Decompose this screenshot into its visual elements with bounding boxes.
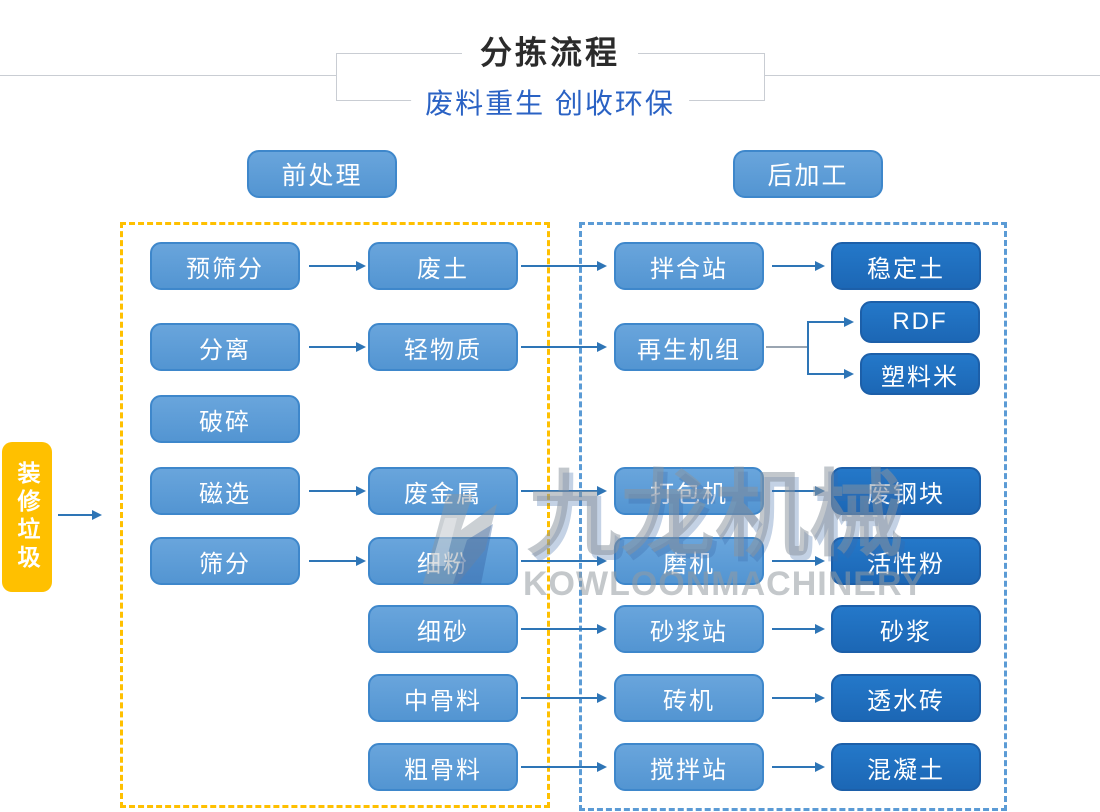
flow-arrow [521, 342, 607, 352]
node-plastic-pellets: 塑料米 [860, 353, 980, 395]
node-mixing-station: 拌合站 [614, 242, 764, 290]
node-stirring-station: 搅拌站 [614, 743, 764, 791]
node-rdf: RDF [860, 301, 980, 343]
node-crushing: 破碎 [150, 395, 300, 443]
page-subtitle: 废料重生 创收环保 [411, 82, 689, 122]
flow-arrow [521, 261, 607, 271]
node-mill: 磨机 [614, 537, 764, 585]
source-decoration-waste: 装修垃圾 [2, 442, 52, 592]
flow-arrow [772, 261, 825, 271]
node-mortar: 砂浆 [831, 605, 981, 653]
page-title: 分拣流程 [461, 27, 639, 74]
section-label-preprocessing: 前处理 [247, 150, 397, 198]
flow-arrow [521, 486, 607, 496]
node-coarse-aggregate: 粗骨料 [368, 743, 518, 791]
flow-arrow [808, 369, 854, 379]
flow-arrow [521, 556, 607, 566]
node-scrap-metal: 废金属 [368, 467, 518, 515]
flow-arrow [309, 261, 366, 271]
preprocessing-group-box [120, 222, 550, 808]
node-brick-machine: 砖机 [614, 674, 764, 722]
source-label: 装修垃圾 [14, 461, 40, 573]
node-waste-soil: 废土 [368, 242, 518, 290]
node-pre-screening: 预筛分 [150, 242, 300, 290]
node-active-powder: 活性粉 [831, 537, 981, 585]
flow-arrow-source [58, 510, 102, 520]
flow-arrow [772, 624, 825, 634]
flow-arrow [772, 486, 825, 496]
flow-arrow [521, 693, 607, 703]
branch-vertical-line [807, 321, 809, 375]
node-screening: 筛分 [150, 537, 300, 585]
flow-arrow [808, 317, 854, 327]
flow-arrow [309, 556, 366, 566]
node-fine-powder: 细粉 [368, 537, 518, 585]
node-medium-aggregate: 中骨料 [368, 674, 518, 722]
node-stabilized-soil: 稳定土 [831, 242, 981, 290]
node-light-material: 轻物质 [368, 323, 518, 371]
node-magnetic-separation: 磁选 [150, 467, 300, 515]
postprocessing-group-box [579, 222, 1007, 811]
flow-arrow [772, 556, 825, 566]
node-permeable-brick: 透水砖 [831, 674, 981, 722]
flow-arrow [521, 624, 607, 634]
node-separation: 分离 [150, 323, 300, 371]
node-fine-sand: 细砂 [368, 605, 518, 653]
flow-arrow [521, 762, 607, 772]
branch-stub-line [766, 346, 807, 348]
flow-arrow [772, 693, 825, 703]
node-concrete: 混凝土 [831, 743, 981, 791]
flow-arrow [309, 486, 366, 496]
node-baler: 打包机 [614, 467, 764, 515]
flow-arrow [309, 342, 366, 352]
node-scrap-steel: 废钢块 [831, 467, 981, 515]
node-mortar-station: 砂浆站 [614, 605, 764, 653]
flow-arrow [772, 762, 825, 772]
node-regeneration-unit: 再生机组 [614, 323, 764, 371]
section-label-postprocessing: 后加工 [733, 150, 883, 198]
